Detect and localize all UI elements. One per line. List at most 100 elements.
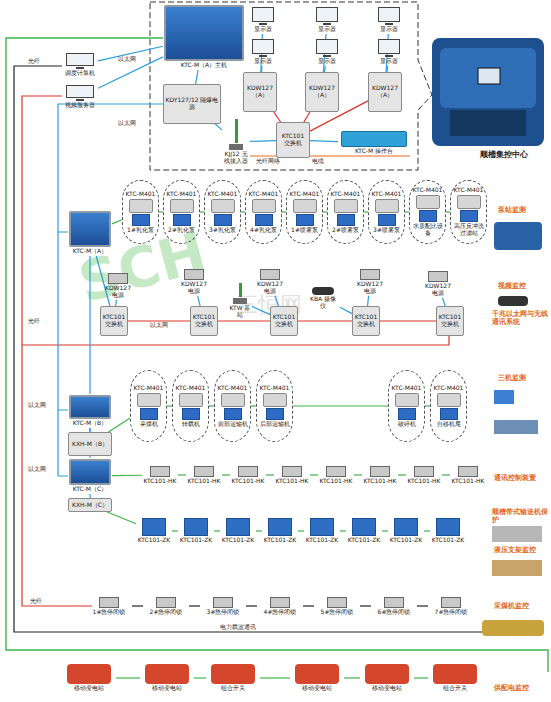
small-device: KTC101-HK: [142, 462, 178, 488]
node-text: 移动变电站: [74, 685, 104, 692]
connector: [266, 474, 274, 475]
node-text: 4#乳化泵: [250, 227, 277, 234]
panel-computer: KTC-M（C）: [68, 458, 112, 494]
monitor-stand: [385, 23, 393, 25]
node-text: KTC101 交换机: [192, 314, 216, 328]
switchgear: 组合开关: [206, 658, 260, 698]
network-line: [250, 156, 410, 157]
device-box: KTC101 交换机: [276, 122, 310, 158]
switchgear-icon: [295, 664, 339, 684]
blue-unit-icon: [398, 408, 416, 420]
node-text: KTC101-ZK: [306, 537, 339, 544]
device-box: KTC101 交换机: [436, 306, 464, 336]
antenna-mast: [235, 119, 238, 143]
small-device: KTC101-HK: [318, 462, 354, 488]
enclosure-icon: [170, 199, 194, 213]
small-device: KDW127 电源: [424, 270, 452, 298]
node-text: 3#乳化泵: [209, 227, 236, 234]
connector: [298, 320, 352, 321]
connector: [89, 494, 90, 498]
monitor-device: 视频服务器: [62, 84, 98, 110]
node-text: KTW 基站: [229, 305, 251, 319]
node-text: KTC-M（C）: [73, 486, 108, 493]
switchgear: 移动变电站: [360, 658, 414, 698]
connector: [222, 474, 230, 475]
small-device: KTC101-HK: [362, 462, 398, 488]
device-box: KTC101 交换机: [352, 306, 380, 336]
node-text: KTC-M401: [372, 191, 402, 198]
node-text: KTC101 交换机: [278, 133, 308, 147]
connector: [214, 530, 220, 531]
connector: [298, 530, 304, 531]
connector: [425, 405, 430, 406]
connector: [198, 296, 201, 306]
node-text: KTC101-HK: [363, 478, 396, 485]
connector: [293, 405, 388, 406]
connector: [108, 418, 130, 432]
blue-unit-icon: [310, 518, 334, 536]
node-text: KDW127 电源: [357, 281, 383, 295]
section-label: 通讯控制装置: [494, 474, 550, 482]
monitor-stand: [385, 55, 393, 57]
device-box: KDW127（A）: [305, 72, 339, 112]
control-unit: KTC101-ZK: [136, 514, 172, 548]
device-icon: [156, 597, 176, 608]
monitor-device: 显示器: [312, 6, 342, 34]
node-text: KTC101-ZK: [138, 537, 171, 544]
section-label: 采煤机监控: [494, 602, 550, 610]
blue-unit-icon: [182, 408, 200, 420]
node-text: KTC-M401: [126, 191, 156, 198]
line-label: 以太网: [150, 322, 180, 329]
connector: [215, 124, 222, 130]
device-icon: [458, 466, 478, 477]
connector: [167, 405, 172, 406]
small-device: KDW127 电源: [180, 268, 208, 296]
line-label: 电力载波通讯: [220, 624, 300, 631]
operator-console: KTC-M 操作台: [338, 126, 410, 160]
device-icon: [360, 269, 380, 280]
device-icon: [326, 466, 346, 477]
switchgear-icon: [145, 664, 189, 684]
connector: [116, 677, 140, 678]
node-text: KTC-M401: [331, 191, 361, 198]
belt-image: [492, 526, 542, 542]
connector: [340, 307, 352, 313]
node-text: KTC101-HK: [407, 478, 440, 485]
small-device: 5#急停闭锁: [314, 594, 360, 618]
red-ring: [22, 336, 449, 345]
connector: [417, 605, 428, 606]
enclosure-icon: [137, 393, 161, 407]
connector: [323, 34, 326, 72]
connector: [107, 512, 136, 524]
node-text: KTC-M401: [260, 385, 290, 392]
node-text: 组合开关: [221, 685, 245, 692]
monitor-stand: [76, 67, 84, 69]
node-text: KTC101-HK: [231, 478, 264, 485]
section-label: 泵站监测: [498, 206, 548, 214]
connector: [304, 112, 310, 122]
line-label: 以太网: [118, 56, 148, 63]
node-text: 视频服务器: [65, 102, 95, 109]
blue-unit-icon: [436, 518, 460, 536]
node-text: KTC101-HK: [319, 478, 352, 485]
node-text: 水质配比设备: [411, 223, 444, 237]
node-text: 7#急停闭锁: [435, 609, 468, 616]
monitored-unit: KTC-M401高压反冲洗过滤站: [450, 180, 487, 244]
switchgear-icon: [67, 664, 111, 684]
node-text: 移动变电站: [302, 685, 332, 692]
screen-frame: [69, 211, 111, 247]
node-text: KDW127 电源: [257, 281, 283, 295]
connector: [251, 405, 256, 406]
node-text: KTC101-ZK: [180, 537, 213, 544]
node-text: KDW127（A）: [245, 85, 275, 99]
enclosure-icon: [179, 393, 203, 407]
enclosure-icon: [416, 195, 440, 209]
node-text: 1#急停闭锁: [93, 609, 126, 616]
small-device: 7#急停闭锁: [428, 594, 474, 618]
line-label: 电缆: [312, 158, 342, 165]
node-text: KDW127（A）: [307, 85, 337, 99]
connector: [386, 66, 388, 72]
node-text: 4#急停闭锁: [264, 609, 297, 616]
control-unit: KTC101-ZK: [178, 514, 214, 548]
connector: [405, 211, 409, 212]
